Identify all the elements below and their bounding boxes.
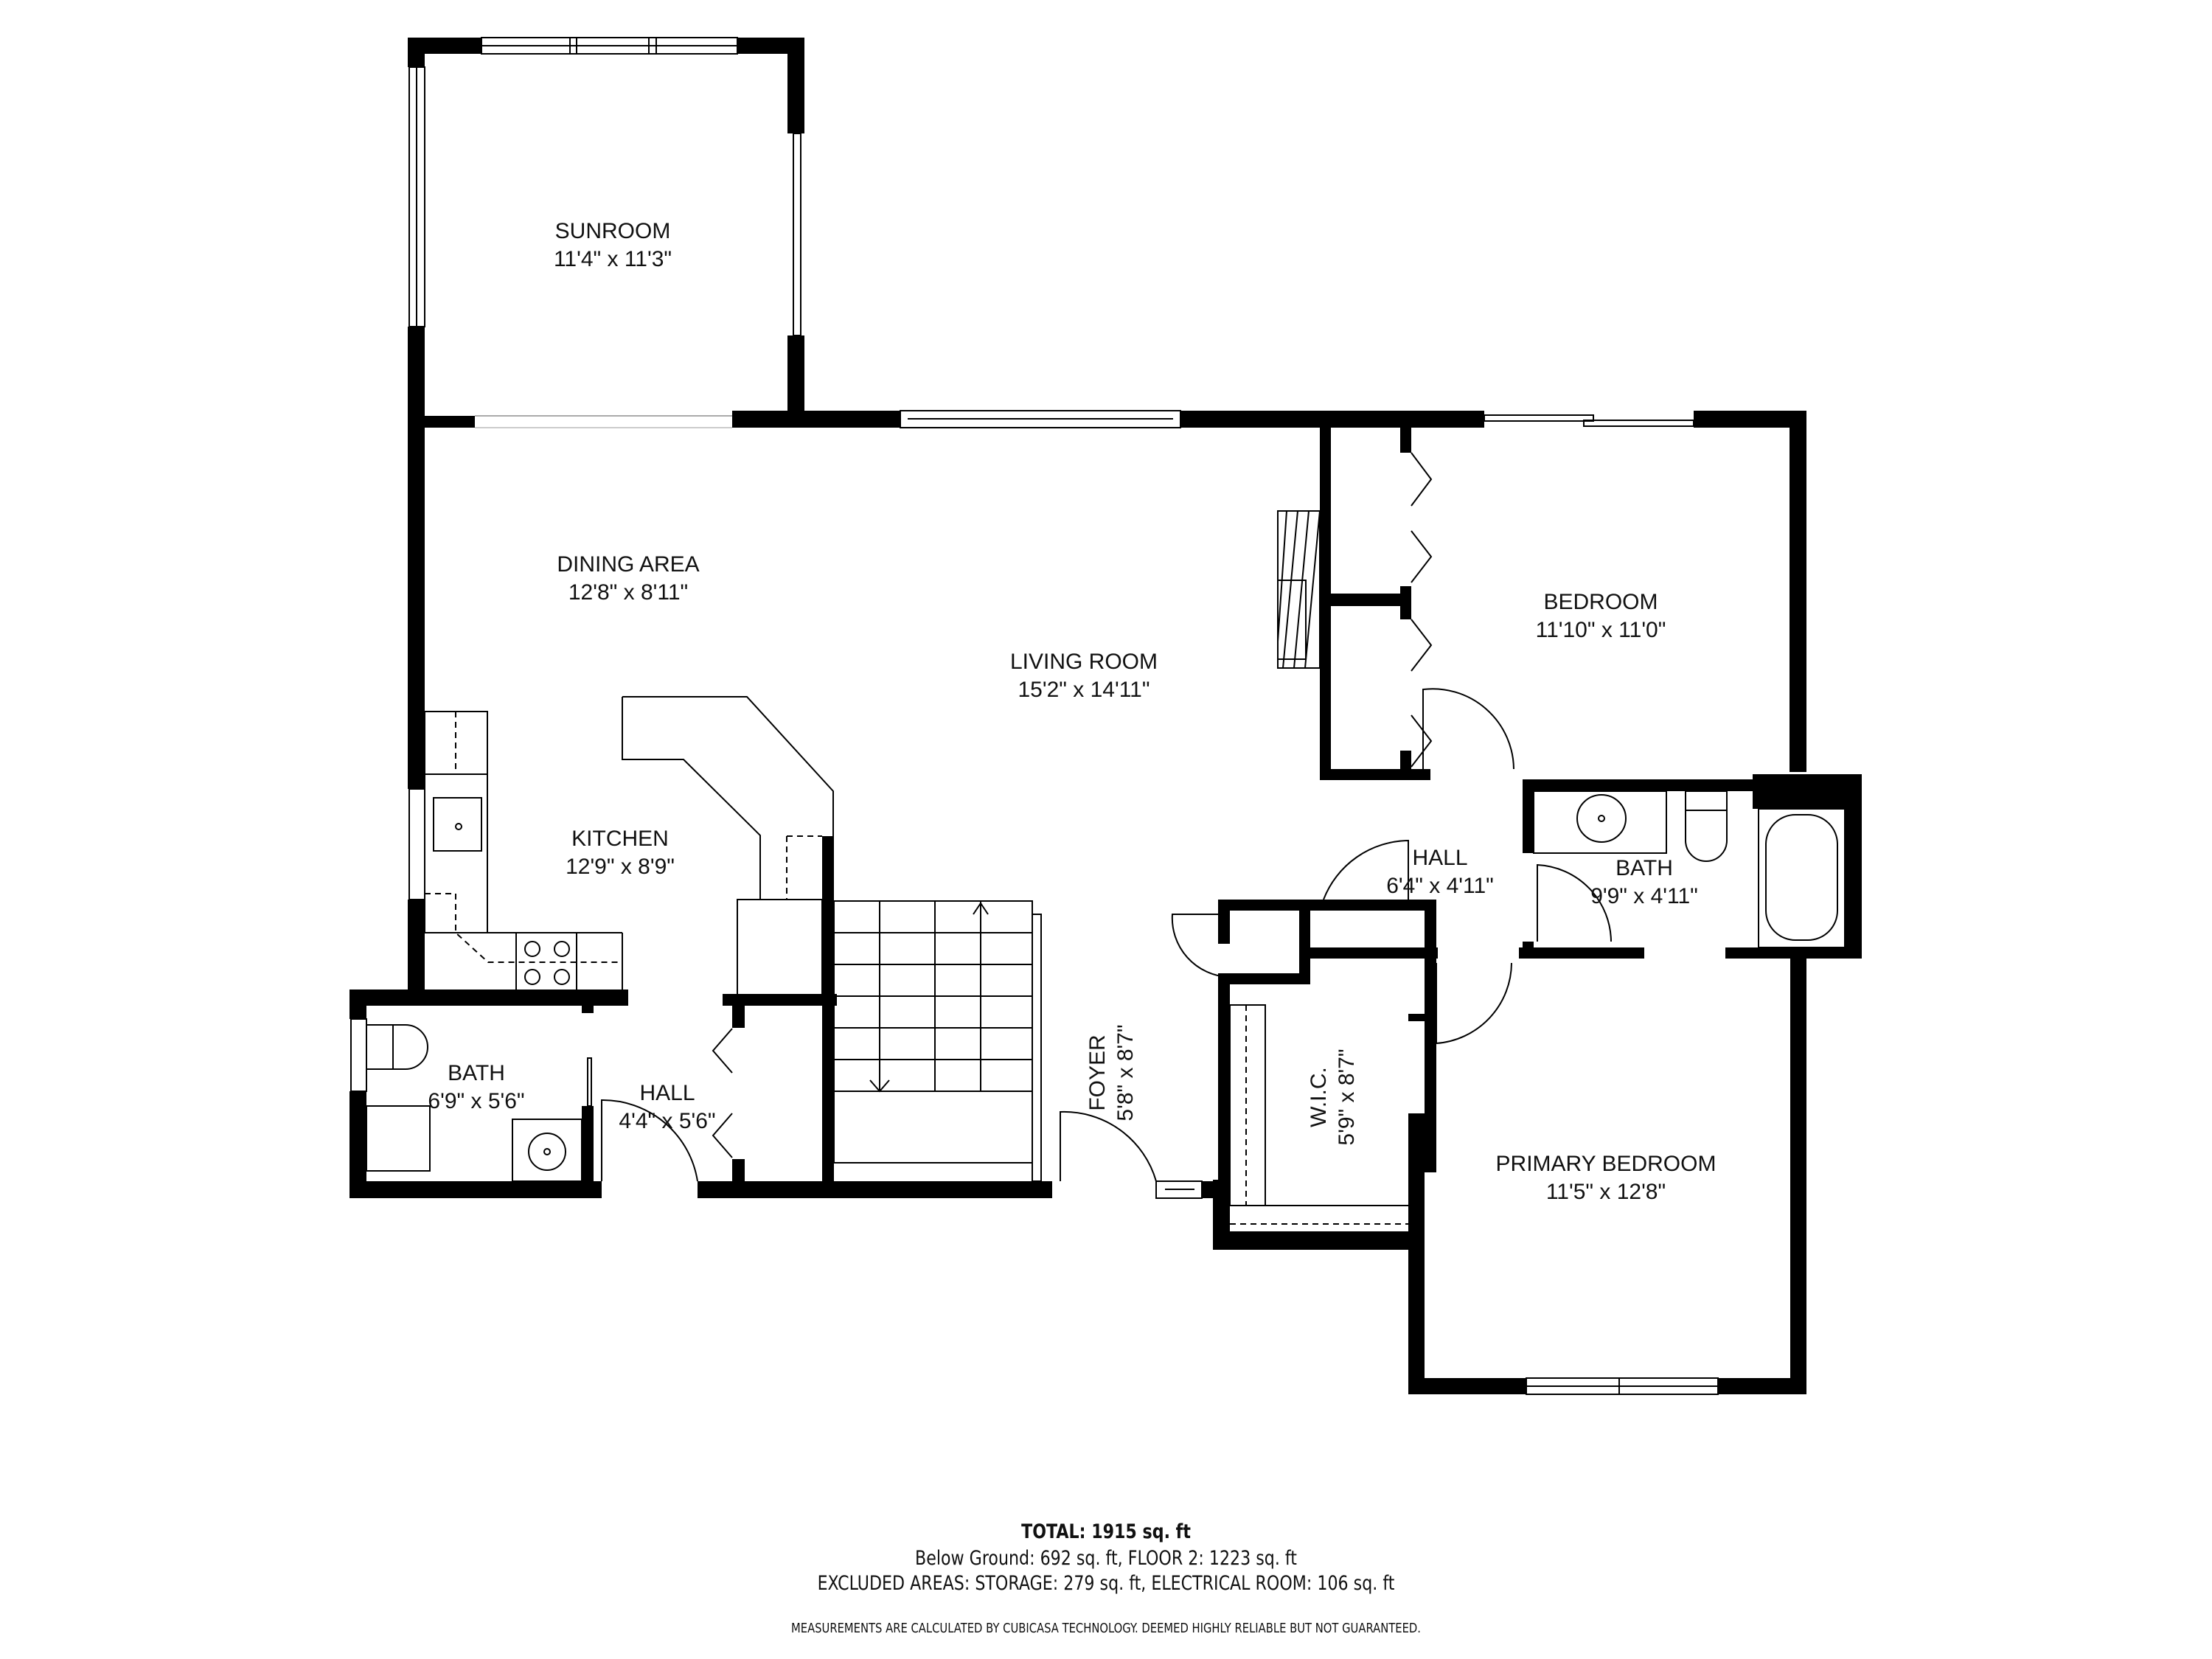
room-dims: 5'8" x 8'7" xyxy=(1113,1024,1138,1121)
room-name: BEDROOM xyxy=(1543,590,1658,614)
room-name: BATH xyxy=(1615,856,1673,880)
floor-areas: Below Ground: 692 sq. ft, FLOOR 2: 1223 … xyxy=(915,1547,1297,1570)
room-sunroom: SUNROOM 11'4" x 11'3" xyxy=(554,218,672,274)
room-name: HALL xyxy=(1412,846,1468,870)
room-kitchen: KITCHEN 12'9" x 8'9" xyxy=(566,825,675,881)
room-name: DINING AREA xyxy=(557,552,700,577)
room-dims: 12'8" x 8'11" xyxy=(568,580,689,605)
room-dining-area: DINING AREA 12'8" x 8'11" xyxy=(557,551,699,607)
room-name: BATH xyxy=(448,1061,505,1085)
windows-and-doors xyxy=(350,37,1846,1395)
room-dims: 6'9" x 5'6" xyxy=(428,1089,525,1113)
disclaimer: MEASUREMENTS ARE CALCULATED BY CUBICASA … xyxy=(791,1621,1421,1636)
room-dims: 5'9" x 8'7" xyxy=(1335,1048,1359,1146)
room-dims: 9'9" x 4'11" xyxy=(1590,884,1698,908)
room-name: SUNROOM xyxy=(554,219,671,243)
room-dims: 15'2" x 14'11" xyxy=(1018,678,1150,702)
room-hall-lower: HALL 4'4" x 5'6" xyxy=(619,1079,715,1135)
room-dims: 4'4" x 5'6" xyxy=(619,1109,716,1133)
room-bedroom: BEDROOM 11'10" x 11'0" xyxy=(1536,588,1666,644)
room-bath-lower: BATH 6'9" x 5'6" xyxy=(428,1060,524,1116)
room-dims: 11'10" x 11'0" xyxy=(1535,618,1666,642)
room-name: HALL xyxy=(639,1081,695,1105)
room-foyer: FOYER 5'8" x 8'7" xyxy=(1084,1024,1140,1121)
room-dims: 11'5" x 12'8" xyxy=(1545,1180,1666,1204)
room-living-room: LIVING ROOM 15'2" x 14'11" xyxy=(1010,648,1158,704)
room-primary-bedroom: PRIMARY BEDROOM 11'5" x 12'8" xyxy=(1496,1150,1717,1206)
room-bath-upper: BATH 9'9" x 4'11" xyxy=(1590,855,1698,911)
room-dims: 12'9" x 8'9" xyxy=(566,855,675,879)
total-area: TOTAL: 1915 sq. ft xyxy=(1021,1520,1191,1543)
room-wic: W.I.C. 5'9" x 8'7" xyxy=(1305,1048,1361,1145)
room-name: FOYER xyxy=(1085,1034,1110,1111)
excluded-areas: EXCLUDED AREAS: STORAGE: 279 sq. ft, ELE… xyxy=(817,1572,1395,1595)
room-name: W.I.C. xyxy=(1307,1067,1331,1127)
room-hall-upper: HALL 6'4" x 4'11" xyxy=(1386,844,1494,900)
room-name: PRIMARY BEDROOM xyxy=(1495,1152,1717,1176)
walls xyxy=(349,38,1862,1394)
room-dims: 6'4" x 4'11" xyxy=(1386,874,1494,898)
room-name: KITCHEN xyxy=(571,827,669,851)
room-dims: 11'4" x 11'3" xyxy=(553,247,672,271)
room-name: LIVING ROOM xyxy=(1009,650,1158,674)
